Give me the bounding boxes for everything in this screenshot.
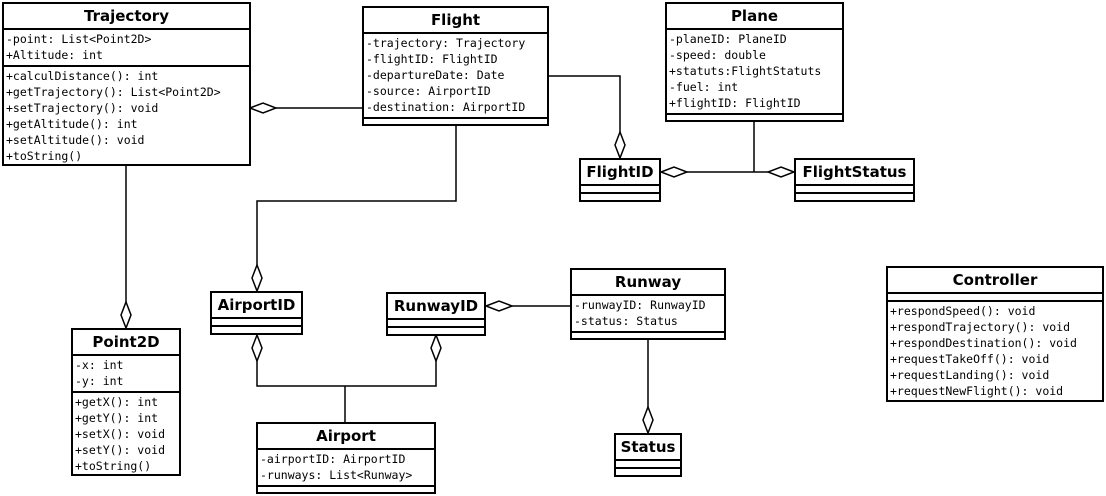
method-list <box>212 327 301 333</box>
method-list: +getX(): int +getY(): int +setX(): void +se… <box>73 393 179 476</box>
aggregation-diamond-runwayid-side <box>483 300 515 312</box>
attribute: -status: Status <box>574 314 678 328</box>
attribute-list: -airportID: AirportID -runways: List<Runw… <box>258 450 434 487</box>
method-list <box>388 328 484 334</box>
class-name: AirportID <box>212 293 301 319</box>
method: +respondDestination(): void <box>890 336 1077 350</box>
attribute-list: -point: List<Point2D> +Altitude: int <box>4 30 249 67</box>
method: +requestNewFlight(): void <box>890 384 1064 398</box>
attribute-list <box>888 294 1102 302</box>
method: +toString() <box>6 149 83 163</box>
attribute-list: -x: int -y: int <box>73 356 179 393</box>
class-status[interactable]: Status <box>614 433 682 477</box>
class-name: Controller <box>888 268 1102 294</box>
method: +getY(): int <box>75 411 159 425</box>
attribute: -destination: AirportID <box>366 100 526 114</box>
attribute: -runwayID: RunwayID <box>574 298 706 312</box>
class-name: Flight <box>364 8 547 34</box>
attribute: -departureDate: Date <box>366 68 505 82</box>
method-list <box>667 115 842 121</box>
method-list <box>796 194 913 200</box>
aggregation-diamond-trajectory <box>247 102 279 114</box>
class-controller[interactable]: Controller +respondSpeed(): void+respond… <box>886 266 1104 402</box>
class-name: Plane <box>667 4 842 30</box>
attribute: +flightID: FlightID <box>669 96 801 110</box>
attribute-list <box>388 320 484 328</box>
attribute-list: -trajectory: Trajectory -flightID: Flight… <box>364 34 547 119</box>
attribute: -planeID: PlaneID <box>669 32 787 46</box>
aggregation-diamond-runwayid-bottom <box>430 332 442 364</box>
class-plane[interactable]: Plane -planeID: PlaneID -speed: double +st… <box>665 2 844 122</box>
edge-airport-runwayid <box>345 361 437 387</box>
attribute: -y: int <box>75 374 124 388</box>
aggregation-diamond-flightid-side <box>658 166 690 178</box>
attribute-list: -planeID: PlaneID -speed: double +statuts:… <box>667 30 842 115</box>
aggregation-diamond-point2d <box>120 299 132 331</box>
class-airport[interactable]: Airport -airportID: AirportID -runways: L… <box>256 422 436 494</box>
method: +respondTrajectory(): void <box>890 320 1071 334</box>
class-name: Airport <box>258 424 434 450</box>
method: +setAltitude(): void <box>6 133 145 147</box>
aggregation-diamond-flightstatus <box>765 166 797 178</box>
method: +toString() <box>75 459 152 473</box>
method: +requestLanding(): void <box>890 368 1050 382</box>
attribute: -trajectory: Trajectory <box>366 36 526 50</box>
aggregation-diamond-airportid-top <box>251 262 263 294</box>
class-name: FlightStatus <box>796 160 913 186</box>
method-list: +calculDistance(): int +getTrajectory(): … <box>4 67 249 166</box>
attribute-list: -runwayID: RunwayID -status: Status <box>572 296 724 333</box>
aggregation-diamond-airportid-bottom <box>251 332 263 364</box>
attribute: -airportID: AirportID <box>260 452 406 466</box>
class-runwayid[interactable]: RunwayID <box>386 292 486 336</box>
class-flightstatus[interactable]: FlightStatus <box>794 158 915 202</box>
method-list <box>364 119 547 125</box>
class-name: Point2D <box>73 330 179 356</box>
method: +respondSpeed(): void <box>890 304 1036 318</box>
attribute-list <box>796 186 913 194</box>
method-list <box>572 333 724 339</box>
attribute: -x: int <box>75 358 124 372</box>
method-list <box>581 194 659 200</box>
method-list: +respondSpeed(): void +respondTrajectory(… <box>888 302 1102 401</box>
class-flight[interactable]: Flight -trajectory: Trajectory -flightID:… <box>362 6 549 126</box>
method-list <box>258 487 434 493</box>
class-runway[interactable]: Runway -runwayID: RunwayID -status: Statu… <box>570 268 726 340</box>
attribute: -point: List<Point2D> <box>6 32 152 46</box>
aggregation-diamond-flightid-top <box>614 129 626 161</box>
method: +setX(): void <box>75 427 166 441</box>
class-airportid[interactable]: AirportID <box>210 291 303 335</box>
method: +calculDistance(): int <box>6 69 159 83</box>
aggregation-diamond-status <box>642 404 654 436</box>
edge-flight-flightid <box>549 75 621 132</box>
class-name: Trajectory <box>4 4 249 30</box>
attribute: +statuts:FlightStatuts <box>669 64 822 78</box>
method: +setTrajectory(): void <box>6 101 159 115</box>
attribute: -source: AirportID <box>366 84 491 98</box>
method: +requestTakeOff(): void <box>890 352 1050 366</box>
class-trajectory[interactable]: Trajectory -point: List<Point2D> +Altitud… <box>2 2 251 166</box>
class-name: RunwayID <box>388 294 484 320</box>
attribute-list <box>616 461 680 469</box>
attribute-list <box>212 319 301 327</box>
attribute: -speed: double <box>669 48 766 62</box>
method: +getTrajectory(): List<Point2D> <box>6 85 221 99</box>
class-name: Status <box>616 435 680 461</box>
attribute: -flightID: FlightID <box>366 52 498 66</box>
edge-flight-airportid <box>256 125 457 265</box>
attribute: -fuel: int <box>669 80 739 94</box>
method: +getAltitude(): int <box>6 117 138 131</box>
class-name: FlightID <box>581 160 659 186</box>
class-name: Runway <box>572 270 724 296</box>
method-list <box>616 469 680 475</box>
attribute: +Altitude: int <box>6 48 103 62</box>
attribute-list <box>581 186 659 194</box>
method: +setY(): void <box>75 443 166 457</box>
edge-airport-airportid <box>256 361 345 387</box>
attribute: -runways: List<Runway> <box>260 468 413 482</box>
class-point2d[interactable]: Point2D -x: int -y: int +getX(): int +getY… <box>71 328 181 476</box>
method: +getX(): int <box>75 395 159 409</box>
class-flightid[interactable]: FlightID <box>579 158 661 202</box>
